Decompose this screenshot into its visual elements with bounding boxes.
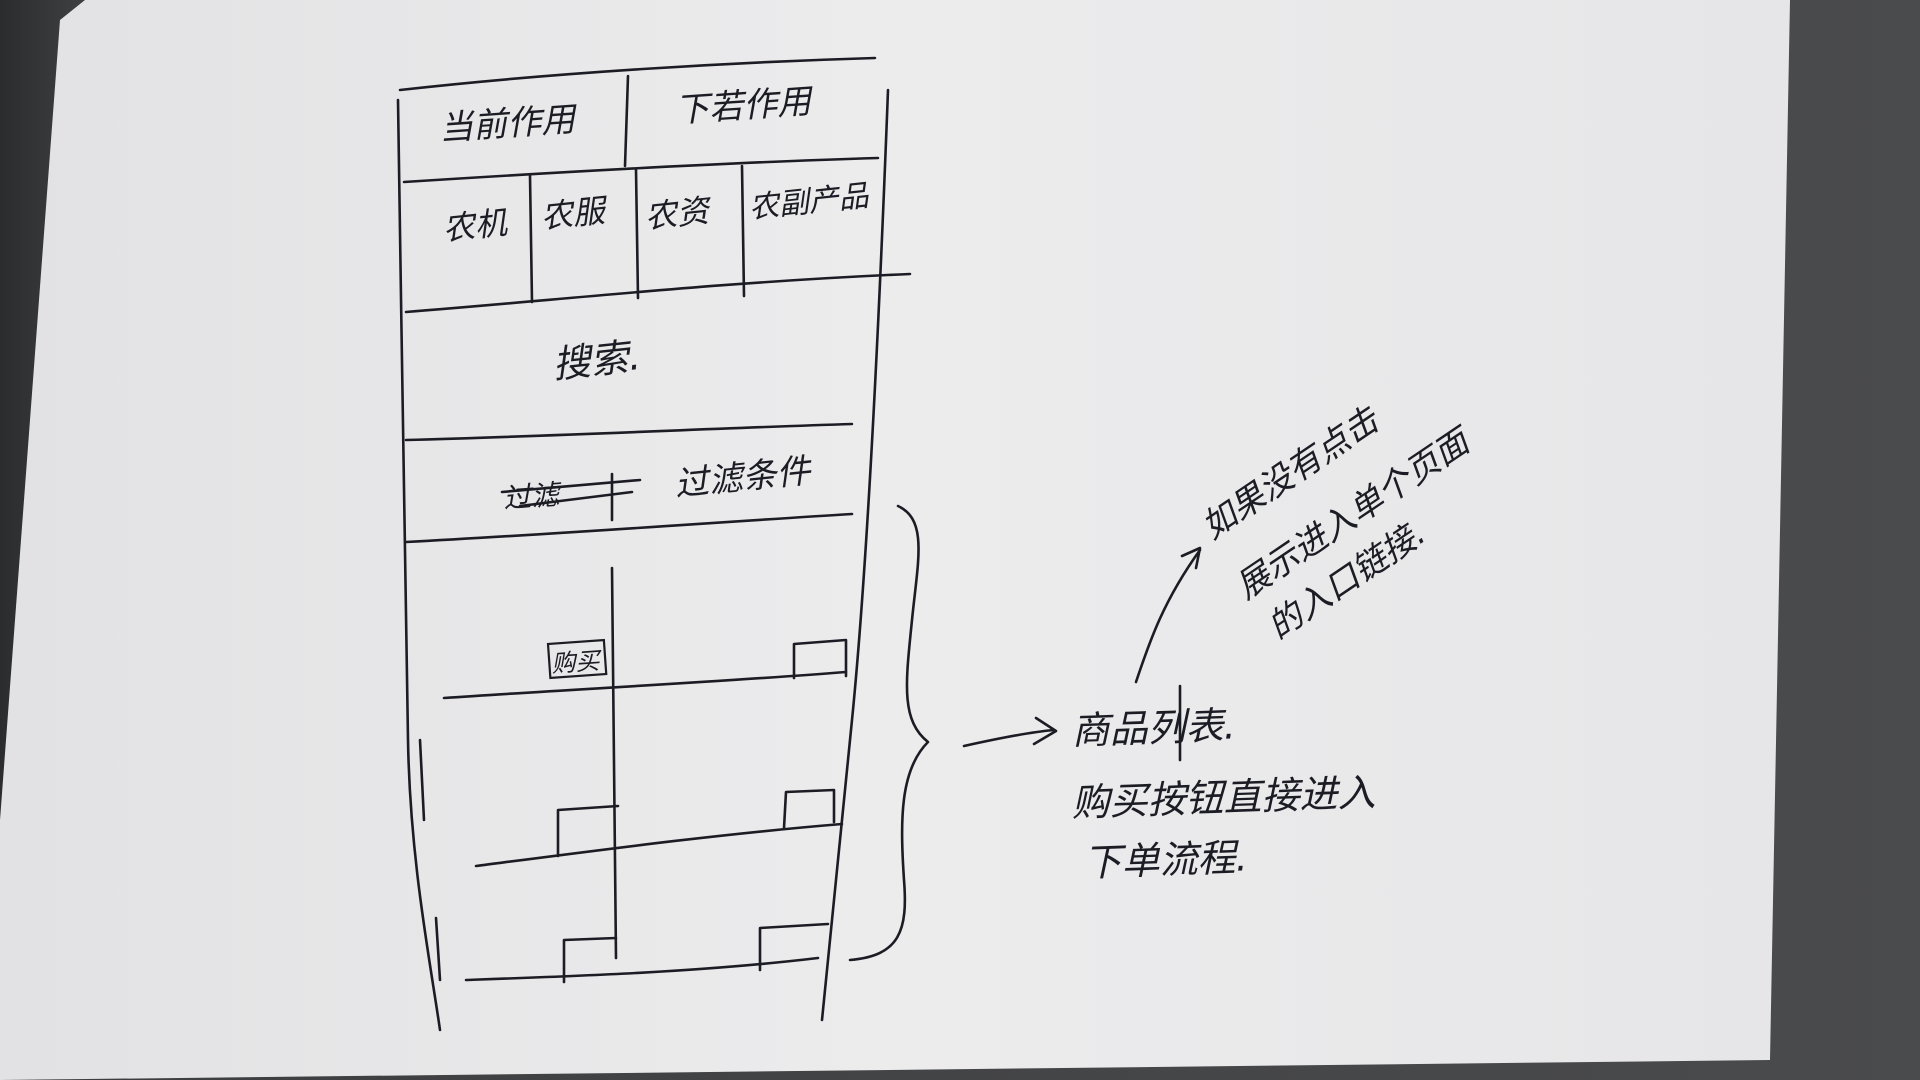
arrow-to-side-note-head: [1180, 546, 1202, 570]
filter-strike-1: [500, 478, 642, 494]
category-label-3: 农资: [643, 191, 715, 236]
list-title: 商品列表.: [1071, 703, 1237, 753]
list-note-line-1: 购买按钮直接进入: [1071, 770, 1376, 825]
paper-sheet: [0, 0, 1790, 1080]
search-label: 搜索.: [550, 334, 642, 387]
product-row-line-3: [464, 956, 820, 982]
side-tick-1: [418, 738, 426, 822]
filter-strike-2: [518, 490, 634, 508]
arrow-to-product-list-head: [1032, 716, 1058, 746]
phone-frame-left: [396, 98, 442, 1032]
category-divider-1: [528, 174, 534, 304]
product-row-line-2: [474, 822, 844, 868]
category-divider-2: [634, 168, 640, 300]
header-left-label: 当前作用: [438, 99, 579, 149]
buy-box-left-2: [556, 804, 620, 858]
list-note-line-2: 下单流程.: [1083, 835, 1249, 885]
arrow-to-side-note: [1134, 548, 1202, 684]
category-label-2: 农服: [539, 191, 611, 236]
arrow-to-product-list: [962, 728, 1056, 748]
filter-bottom-line: [404, 512, 854, 544]
list-vertical-divider: [610, 566, 618, 960]
phone-frame-right: [820, 88, 890, 1022]
header-top-line: [398, 56, 877, 92]
categories-bottom-line: [404, 272, 912, 314]
buy-button-box: [546, 638, 608, 680]
buy-box-left-3: [562, 936, 618, 984]
category-label-1: 农机: [441, 203, 510, 248]
header-bottom-line: [402, 156, 880, 184]
buy-button-label: 购买: [550, 646, 603, 677]
header-right-label: 下若作用: [674, 81, 815, 131]
buy-box-right-2: [782, 788, 836, 830]
buy-box-right-3: [758, 922, 830, 972]
product-list-brace: [848, 504, 930, 962]
header-divider: [623, 74, 630, 168]
filter-struck-label: 过滤: [502, 478, 564, 515]
side-tick-2: [434, 916, 442, 982]
category-divider-3: [740, 164, 746, 298]
buy-box-right-1: [792, 638, 848, 680]
search-bottom-line: [404, 422, 854, 442]
